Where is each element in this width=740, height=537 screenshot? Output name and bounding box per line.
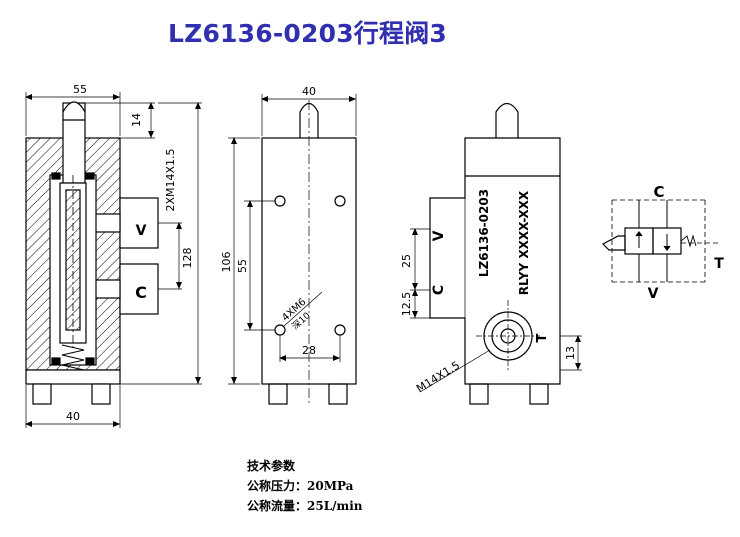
front-view bbox=[228, 94, 357, 405]
side-port-c: C bbox=[431, 285, 447, 295]
side-dim-12-5: 12.5 bbox=[400, 292, 413, 317]
front-dim-hole-spacing: 28 bbox=[302, 344, 316, 357]
front-dim-height: 106 bbox=[220, 252, 233, 273]
side-body bbox=[429, 137, 561, 385]
section-dim-plunger: 14 bbox=[130, 113, 143, 127]
front-dim-top: 40 bbox=[302, 85, 316, 98]
section-port-c: C bbox=[135, 283, 147, 302]
side-port-t: T bbox=[535, 333, 550, 342]
spec-flow: 公称流量：25L/min bbox=[247, 499, 363, 513]
front-hole bbox=[274, 195, 286, 207]
side-dim-25: 25 bbox=[400, 254, 413, 268]
side-view bbox=[410, 102, 582, 405]
symbol-port-t: T bbox=[714, 256, 724, 272]
section-port-v-boss bbox=[119, 197, 159, 249]
front-hole bbox=[274, 324, 286, 336]
section-port-v: V bbox=[136, 223, 147, 239]
side-dim-thread: M14X1.5 bbox=[414, 359, 462, 396]
spec-pressure: 公称压力：20MPa bbox=[247, 479, 354, 493]
symbol-port-c: C bbox=[653, 183, 664, 201]
drawing-title: LZ6136-0203行程阀3 bbox=[168, 19, 447, 48]
section-plunger bbox=[62, 102, 86, 184]
spec-block: 技术参数 公称压力：20MPa 公称流量：25L/min bbox=[247, 456, 363, 516]
side-serial: RLYY XXXX-XXX bbox=[517, 190, 531, 295]
side-port-v: V bbox=[431, 230, 447, 241]
spec-heading: 技术参数 bbox=[247, 459, 296, 473]
front-dim-spacing: 55 bbox=[236, 259, 249, 273]
section-dim-height: 128 bbox=[181, 248, 194, 269]
side-dim-13: 13 bbox=[564, 346, 577, 360]
section-view bbox=[25, 92, 202, 428]
section-spring bbox=[61, 344, 85, 371]
section-port-c-boss bbox=[119, 263, 159, 315]
front-hole bbox=[334, 195, 346, 207]
section-dim-thread: 2XM14X1.5 bbox=[164, 148, 177, 211]
section-dim-bottom: 40 bbox=[66, 410, 80, 423]
front-hole bbox=[334, 324, 346, 336]
side-model: LZ6136-0203 bbox=[477, 189, 491, 277]
valve-symbol bbox=[602, 199, 720, 283]
symbol-port-v: V bbox=[648, 286, 659, 302]
section-dim-top: 55 bbox=[73, 83, 87, 96]
